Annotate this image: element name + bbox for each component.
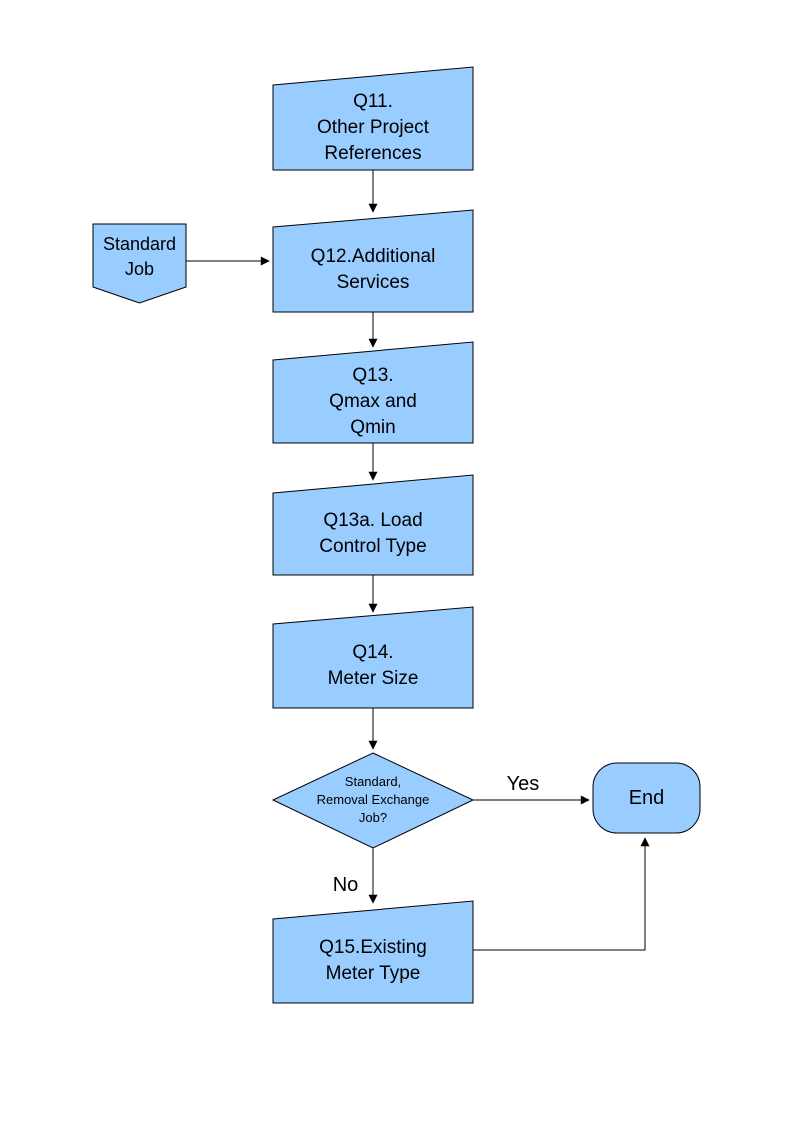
- edge-q15-to-end: [473, 837, 650, 951]
- node-q13a-shape: [272, 474, 474, 576]
- node-end-shape: [592, 762, 701, 834]
- node-decision-shape: [271, 752, 475, 849]
- node-q13-shape: [272, 341, 474, 444]
- node-q15-shape: [272, 900, 474, 1004]
- node-q14-shape: [272, 606, 474, 709]
- node-q11-shape: [272, 66, 474, 171]
- node-standard-job-shape: [92, 223, 187, 304]
- node-q12-shape: [272, 209, 474, 313]
